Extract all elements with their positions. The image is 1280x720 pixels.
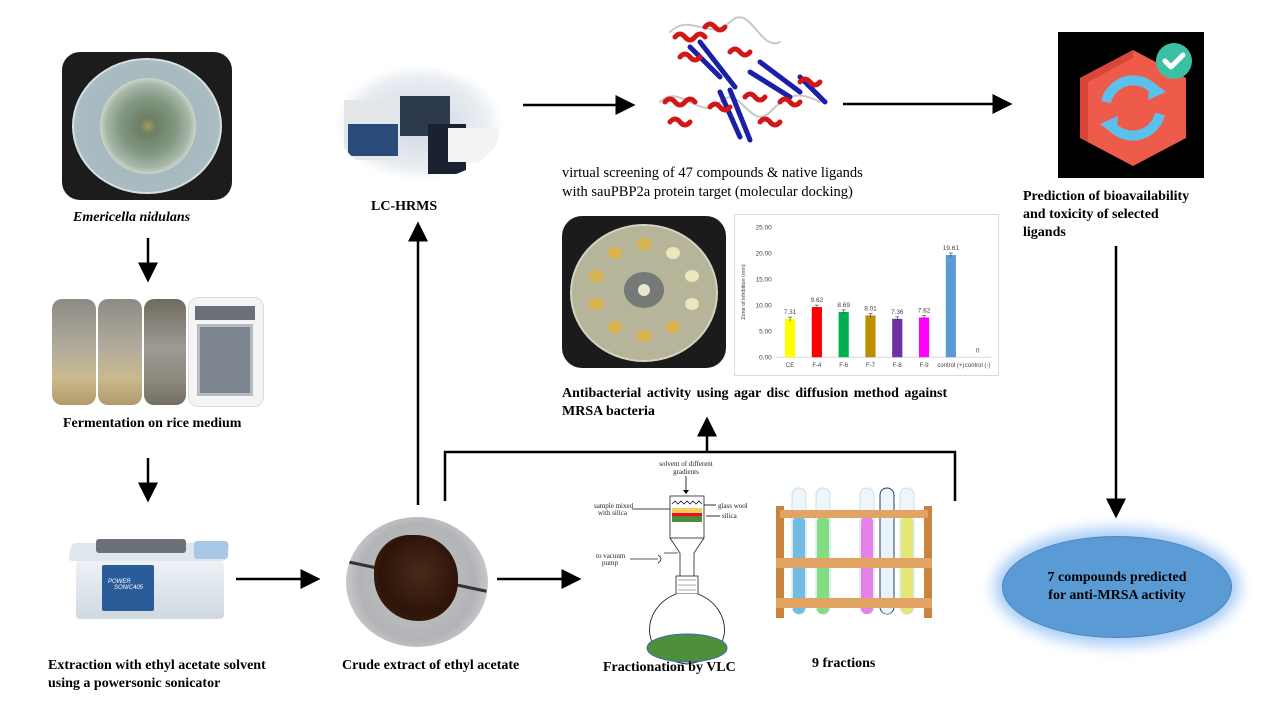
- x-tick-label: control (+): [937, 363, 964, 369]
- result-label-line1: 7 compounds predicted: [1047, 570, 1187, 585]
- bar-f-8: [892, 318, 903, 358]
- bar-ce: [784, 319, 796, 358]
- docking-label-line2: with sauPBP2a protein target (molecular …: [562, 184, 853, 200]
- agar-disc: [637, 238, 651, 250]
- svg-text:to vacuum: to vacuum: [596, 552, 626, 560]
- rice-flask-2: [98, 299, 142, 405]
- bar-control-: [945, 254, 956, 358]
- svg-text:pump: pump: [602, 559, 618, 567]
- crude-label: Crude extract of ethyl acetate: [342, 658, 520, 673]
- svg-text:silica: silica: [722, 512, 738, 520]
- result-ellipse: 7 compounds predicted for anti-MRSA acti…: [1002, 536, 1232, 638]
- x-tick-label: F-6: [839, 363, 849, 369]
- prediction-label-line2: and toxicity of selected: [1023, 207, 1159, 222]
- x-tick-label: F-8: [893, 363, 903, 369]
- agar-disc: [607, 321, 622, 334]
- data-label: 19.61: [943, 245, 960, 252]
- agar-disc: [666, 246, 681, 259]
- data-label: 0: [976, 347, 980, 354]
- data-label: 7.31: [784, 309, 797, 316]
- x-tick-label: control (-): [965, 363, 990, 369]
- prediction-icon-tile: [1058, 32, 1204, 178]
- prediction-label-line3: ligands: [1023, 225, 1066, 240]
- result-label-line2: for anti-MRSA activity: [1048, 588, 1186, 603]
- data-label: 9.62: [811, 297, 824, 304]
- extraction-label-line2: using a powersonic sonicator: [48, 676, 221, 691]
- svg-text:solvent of different: solvent of different: [659, 460, 713, 468]
- prediction-label-line1: Prediction of bioavailability: [1023, 189, 1190, 204]
- incubator: [188, 297, 264, 407]
- agar-disc: [684, 298, 699, 311]
- organism-label: Emericella nidulans: [73, 210, 191, 225]
- svg-text:glass wool: glass wool: [718, 502, 748, 510]
- lc-hrms-instrument-photo: [336, 66, 502, 180]
- y-tick-label: 5.00: [759, 329, 772, 336]
- y-tick-label: 0.00: [759, 355, 772, 362]
- svg-text:with silica: with silica: [598, 509, 628, 517]
- protein-structure: [659, 16, 828, 143]
- vlc-apparatus: solvent of different gradients sample mi…: [594, 460, 748, 665]
- agar-disc: [684, 269, 699, 282]
- hexagon-refresh-check-icon: [1080, 43, 1192, 166]
- fermentation-label: Fermentation on rice medium: [63, 416, 242, 431]
- agar-disc: [589, 298, 604, 311]
- bar-f-9: [918, 317, 930, 358]
- agar-disc: [637, 330, 651, 342]
- ultrasonic-bath-photo: POWER SONIC405: [66, 527, 232, 627]
- x-tick-label: F-4: [812, 363, 822, 369]
- agar-disc: [589, 269, 604, 282]
- svg-text:sample mixed: sample mixed: [594, 502, 634, 510]
- vlc-label: Fractionation by VLC: [603, 660, 736, 675]
- extraction-label-line1: Extraction with ethyl acetate solvent: [48, 658, 266, 673]
- rice-flasks-incubator-photo: [52, 297, 264, 407]
- data-label: 8.69: [837, 302, 850, 309]
- data-label: 8.01: [864, 306, 877, 313]
- agar-disc: [607, 246, 622, 259]
- data-label: 7.62: [918, 308, 931, 315]
- agar-disc: [666, 321, 681, 334]
- fractions-label: 9 fractions: [812, 656, 876, 671]
- x-tick-label: F-7: [866, 363, 875, 369]
- y-tick-label: 20.00: [756, 250, 773, 257]
- lchrms-label: LC-HRMS: [371, 199, 438, 214]
- bar-f-6: [838, 311, 849, 358]
- bar-f-4: [811, 307, 822, 358]
- y-tick-label: 10.00: [756, 303, 773, 310]
- svg-text:gradients: gradients: [673, 468, 699, 476]
- y-tick-label: 25.00: [756, 224, 773, 231]
- rice-flask-1: [52, 299, 96, 405]
- antibacterial-label-line2: MRSA bacteria: [562, 404, 655, 419]
- rice-flask-3: [144, 299, 186, 405]
- agar-plate-photo: [562, 216, 726, 368]
- docking-label-line1: virtual screening of 47 compounds & nati…: [562, 165, 863, 181]
- crude-extract-photo: [346, 517, 488, 647]
- x-tick-label: F-9: [920, 363, 930, 369]
- bar-f-7: [865, 315, 876, 358]
- data-label: 7.36: [891, 309, 904, 316]
- x-tick-label: CE: [786, 363, 794, 369]
- y-axis-label: Zone of inhibition (mm): [741, 264, 747, 320]
- y-tick-label: 15.00: [756, 276, 773, 283]
- test-tube-rack: [776, 487, 932, 618]
- petri-dish-fungus-photo: [62, 52, 232, 200]
- antibacterial-label-line1: Antibacterial activity using agar disc d…: [562, 386, 948, 401]
- sonicator-brand-panel: POWER SONIC405: [102, 565, 154, 611]
